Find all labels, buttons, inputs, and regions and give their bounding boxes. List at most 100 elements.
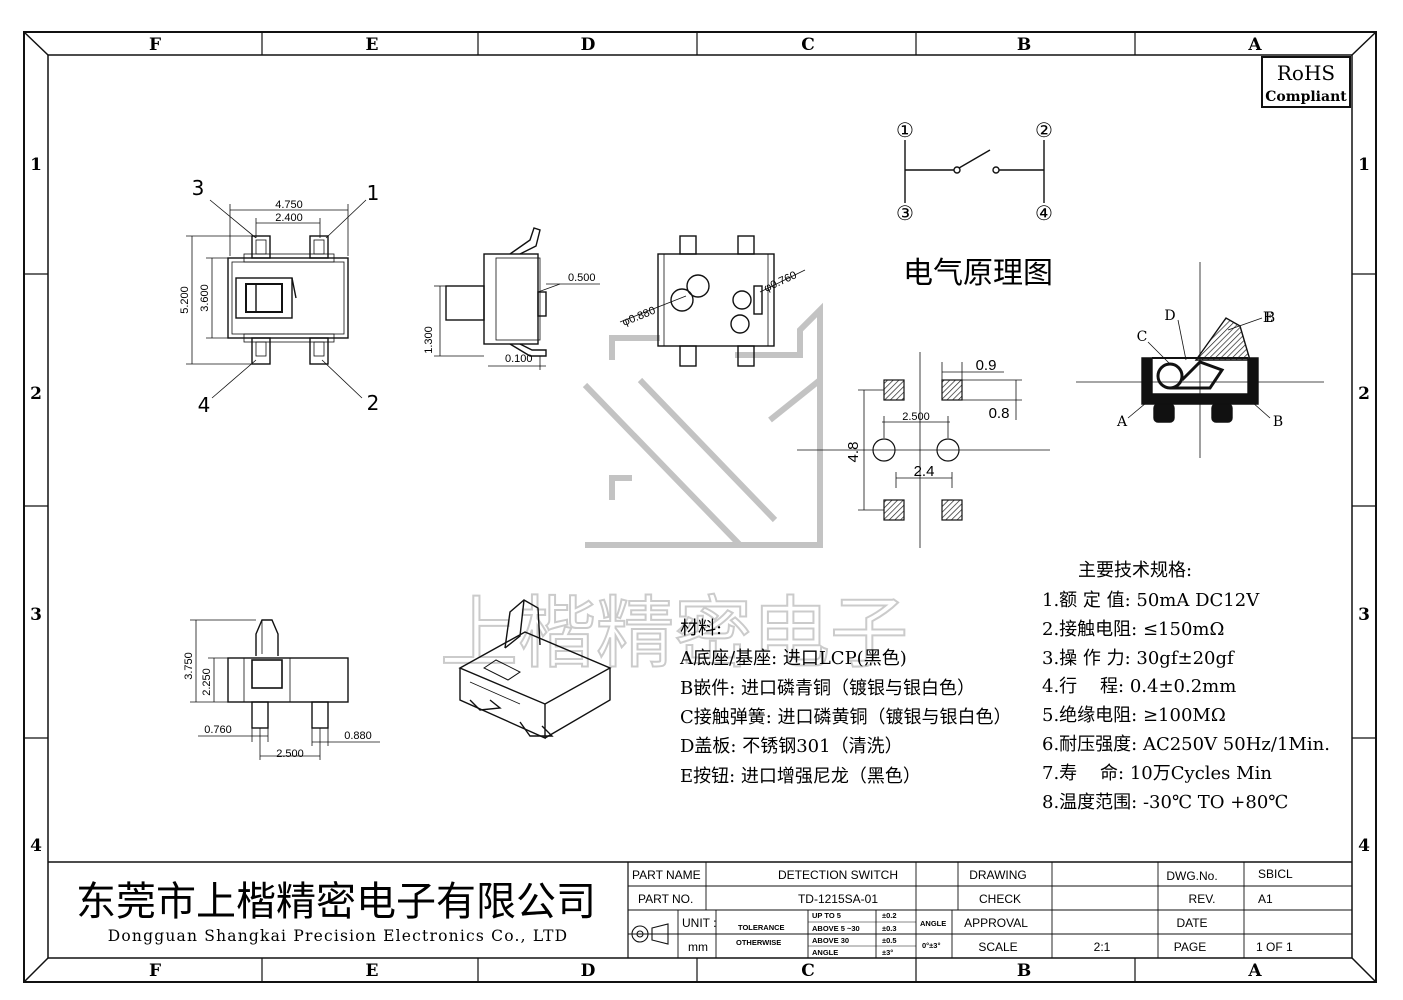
pcb-footprint — [797, 352, 1050, 548]
title-block — [48, 861, 1352, 958]
schematic-title: 电气原理图 — [903, 256, 1053, 291]
section-view — [1076, 262, 1324, 458]
dim-09: 0.9 — [976, 357, 997, 374]
part-no-value: TD-1215SA-01 — [798, 892, 878, 906]
schematic-labels: ① ② ③ ④ 电气原理图 — [896, 118, 1053, 291]
specs-title: 主要技术规格: — [1078, 560, 1192, 581]
section-label-b: B — [1273, 414, 1283, 430]
schematic-pin-1: ① — [896, 118, 914, 142]
tolerance-label-1: TOLERANCE — [738, 923, 785, 932]
zone-row-1-right: 1 — [1358, 155, 1370, 175]
zone-col-b: B — [1017, 35, 1031, 55]
schematic-pin-2: ② — [1035, 118, 1053, 142]
top-view — [186, 199, 367, 399]
section-label-c: C — [1137, 329, 1148, 345]
dim-2500: 2.500 — [276, 748, 304, 760]
material-e: E按钮: 进口增强尼龙（黑色） — [680, 766, 921, 787]
section-label-e: E — [1263, 310, 1273, 326]
zone-col-f: F — [149, 35, 161, 55]
page-label: PAGE — [1174, 940, 1206, 954]
pin-label-4: 4 — [198, 393, 211, 417]
spec-3: 3.操 作 力: 30gf±20gf — [1042, 648, 1235, 669]
company-name-cn: 东莞市上楷精密电子有限公司 — [76, 879, 596, 925]
zone-col-d: D — [581, 35, 596, 55]
tolerance-label-2: OTHERWISE — [736, 938, 781, 947]
spec-1: 1.额 定 值: 50mA DC12V — [1042, 590, 1260, 611]
part-no-label: PART NO. — [638, 892, 693, 906]
dim-0880: 0.880 — [344, 730, 372, 742]
date-label: DATE — [1176, 916, 1207, 930]
scale-label: SCALE — [978, 940, 1017, 954]
zone-col-c-bottom: C — [801, 961, 815, 981]
spec-2: 2.接触电阻: ≤150mΩ — [1042, 619, 1224, 640]
zone-col-f-bottom: F — [149, 961, 161, 981]
schematic-pin-3: ③ — [896, 201, 914, 225]
material-a: A底座/基座: 进口LCP(黑色) — [679, 648, 907, 669]
tol-row-2: ABOVE 5 ~30 — [812, 924, 860, 933]
dim-2500-fp: 2.500 — [902, 411, 930, 423]
footprint-labels: 0.9 0.8 2.500 4.8 2.4 — [845, 357, 1009, 480]
section-label-a: A — [1116, 414, 1128, 430]
zone-col-e-bottom: E — [366, 961, 379, 981]
rev-label: REV. — [1189, 892, 1216, 906]
schematic-pin-4: ④ — [1035, 201, 1053, 225]
dwg-no-value: SBICL — [1258, 867, 1293, 881]
zone-col-d-bottom: D — [581, 961, 596, 981]
materials-list: 材料: A底座/基座: 进口LCP(黑色) B嵌件: 进口磷青铜（镀银与银白色）… — [679, 618, 1012, 787]
unit-label: UNIT : — [682, 916, 716, 930]
dim-phi0880: φ0.880 — [621, 305, 658, 329]
material-d: D盖板: 不锈钢301（清洗） — [680, 736, 903, 757]
dim-0500: 0.500 — [568, 272, 596, 284]
dim-08: 0.8 — [989, 405, 1010, 422]
spec-7: 7.寿 命: 10万Cycles Min — [1042, 763, 1272, 784]
dim-5200: 5.200 — [179, 286, 191, 314]
dwg-no-label: DWG.No. — [1166, 869, 1217, 883]
zone-col-c: C — [801, 35, 815, 55]
zone-col-e: E — [366, 35, 379, 55]
bottom-view-labels: φ0.880 φ0.760 — [621, 269, 799, 329]
tol-val-4: ±3° — [882, 948, 893, 957]
check-label: CHECK — [979, 892, 1021, 906]
rohs-compliant-text: Compliant — [1265, 89, 1347, 105]
zone-row-3-right: 3 — [1358, 605, 1370, 625]
spec-6: 6.耐压强度: AC250V 50Hz/1Min. — [1042, 734, 1330, 755]
front-view-labels: 3.750 2.250 0.760 0.880 2.500 — [183, 652, 372, 760]
section-label-b-top: B — [1265, 310, 1275, 326]
dim-3600: 3.600 — [199, 284, 211, 312]
specs-list: 主要技术规格: 1.额 定 值: 50mA DC12V 2.接触电阻: ≤150… — [1042, 560, 1330, 813]
part-name-value: DETECTION SWITCH — [778, 868, 898, 882]
dim-1300: 1.300 — [423, 326, 435, 354]
front-view — [190, 619, 380, 760]
dim-0760: 0.760 — [204, 724, 232, 736]
materials-title: 材料: — [680, 618, 722, 639]
tol-row-4: ANGLE — [812, 948, 838, 957]
pin-label-1: 1 — [367, 181, 380, 205]
scale-value: 2:1 — [1094, 940, 1111, 954]
dim-3750: 3.750 — [183, 652, 195, 680]
side-view-labels: 0.500 1.300 0.100 — [423, 272, 596, 365]
drawing-label: DRAWING — [969, 868, 1027, 882]
tol-val-3: ±0.5 — [882, 936, 897, 945]
zone-row-4: 4 — [30, 836, 42, 856]
zone-row-4-right: 4 — [1358, 836, 1370, 856]
top-view-labels: 4.750 2.400 5.200 3.600 3 1 4 2 — [179, 176, 379, 417]
dim-2400: 2.400 — [275, 212, 303, 224]
sheet-frame — [23, 31, 1377, 983]
side-view — [434, 227, 600, 370]
bottom-view — [619, 235, 806, 367]
isometric-view — [458, 599, 612, 740]
tol-row-3: ABOVE 30 — [812, 936, 849, 945]
tol-val-1: ±0.2 — [882, 911, 897, 920]
pin-label-3: 3 — [192, 176, 205, 200]
spec-4: 4.行 程: 0.4±0.2mm — [1042, 676, 1236, 697]
spec-8: 8.温度范围: -30℃ TO +80℃ — [1042, 792, 1288, 813]
tol-row-1: UP TO 5 — [812, 911, 841, 920]
projection-symbol-icon — [630, 923, 669, 945]
dim-48: 4.8 — [845, 442, 862, 463]
dim-24: 2.4 — [914, 463, 935, 480]
part-name-label: PART NAME — [632, 868, 701, 882]
pin-label-2: 2 — [367, 391, 380, 415]
angle-value: 0°±3° — [922, 941, 940, 950]
angle-label: ANGLE — [920, 919, 946, 928]
